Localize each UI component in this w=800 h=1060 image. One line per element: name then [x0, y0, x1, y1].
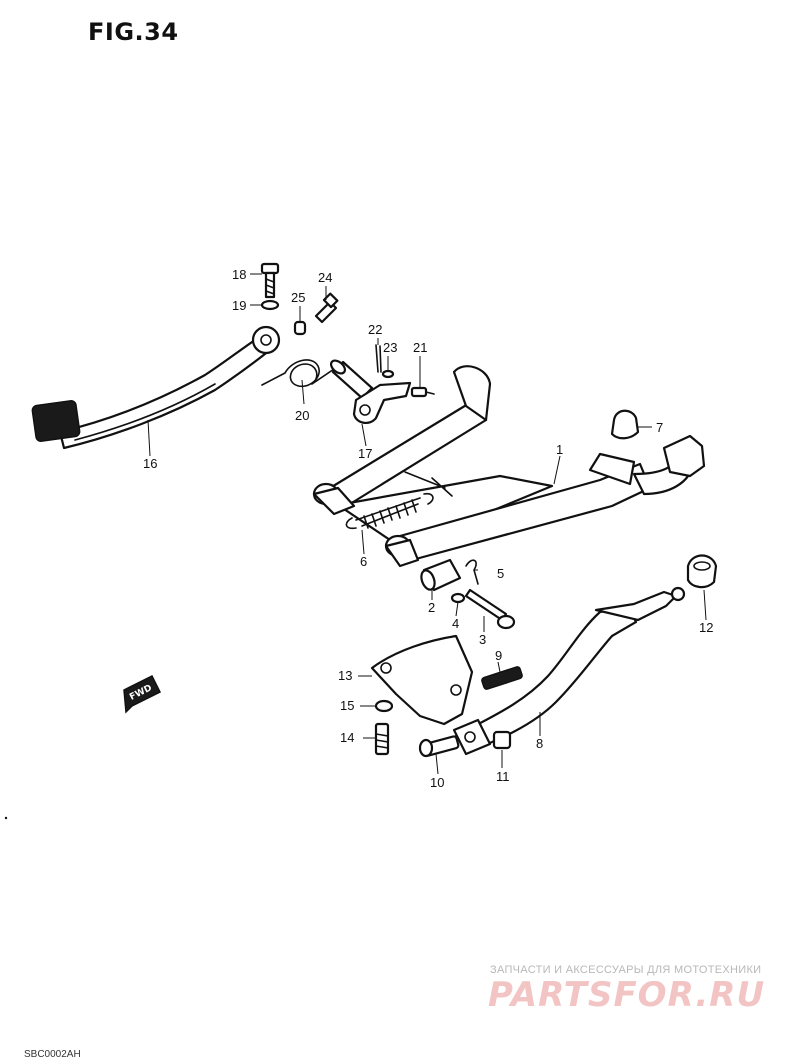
callout-6: 6	[360, 554, 367, 569]
callout-14: 14	[340, 730, 354, 745]
callout-10: 10	[430, 775, 444, 790]
callout-12: 12	[699, 620, 713, 635]
side-stand-bracket-part	[370, 634, 474, 726]
center-stand-frame-part	[312, 365, 706, 568]
callout-22: 22	[368, 322, 382, 337]
brake-pedal-part	[31, 325, 281, 450]
callout-19: 19	[232, 298, 246, 313]
pedal-washer-part	[260, 299, 280, 311]
callout-16: 16	[143, 456, 157, 471]
callout-11: 11	[496, 769, 510, 784]
pedal-shaft-part	[329, 359, 412, 424]
callout-18: 18	[232, 267, 246, 282]
shaft-washer-part	[381, 369, 395, 379]
bracket-bolt-part	[374, 722, 390, 756]
figure-title: FIG.34	[88, 18, 179, 46]
leader-lines	[147, 273, 707, 775]
pedal-bolt-part	[260, 262, 280, 299]
callout-17: 17	[358, 446, 372, 461]
cotter-pin-part	[375, 344, 382, 373]
callout-23: 23	[383, 340, 397, 355]
stand-spring-part	[345, 492, 434, 530]
stand-pivot-bolt-part	[464, 588, 516, 630]
callout-9: 9	[495, 648, 502, 663]
pivot-washer-part	[450, 592, 466, 604]
side-stand-part	[452, 586, 686, 756]
shaft-bolt-part	[410, 386, 435, 398]
callout-2: 2	[428, 600, 435, 615]
side-stand-pivot-bolt-part	[418, 735, 460, 758]
callout-labels: 1 2 3 4 5 6 7 8 9 10 11 12 13 14 15 16 1…	[143, 267, 713, 790]
callout-24: 24	[318, 270, 332, 285]
stopper-bolt-part	[314, 292, 339, 324]
callout-20: 20	[295, 408, 309, 423]
scan-dot	[4, 816, 8, 820]
watermark-brand: PARTSFOR.RU	[488, 975, 766, 1015]
callout-7: 7	[656, 420, 663, 435]
side-stand-nut-part	[492, 730, 512, 750]
stopper-nut-part	[293, 320, 307, 336]
footer-code: SBC0002AH	[24, 1049, 81, 1060]
callout-5: 5	[497, 566, 504, 581]
callout-1: 1	[556, 442, 563, 457]
callout-3: 3	[479, 632, 486, 647]
forward-direction-arrow: FWD	[123, 674, 162, 714]
callout-8: 8	[536, 736, 543, 751]
side-stand-rubber-part	[686, 554, 718, 589]
callout-13: 13	[338, 668, 352, 683]
stand-collar-part	[420, 558, 462, 592]
stand-stopper-rubber-part	[610, 409, 640, 440]
watermark-subtitle: ЗАПЧАСТИ И АКСЕССУАРЫ ДЛЯ МОТОТЕХНИКИ	[490, 964, 762, 976]
callout-21: 21	[413, 340, 427, 355]
callout-15: 15	[340, 698, 354, 713]
callout-4: 4	[452, 616, 459, 631]
callout-25: 25	[291, 290, 305, 305]
side-stand-spring-part	[481, 666, 523, 690]
pivot-cotter-pin-part	[465, 559, 479, 585]
bracket-washer-part	[374, 699, 394, 713]
